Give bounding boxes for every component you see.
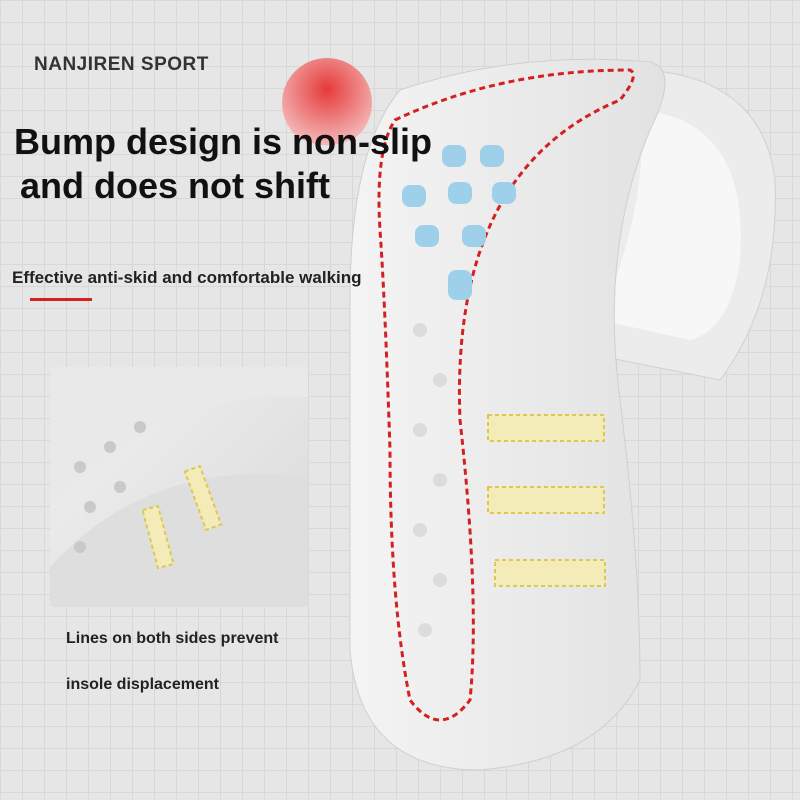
- headline-line-2: and does not shift: [20, 165, 330, 206]
- caption-line-2: insole displacement: [66, 676, 219, 693]
- brand-name: NANJIREN SPORT: [34, 54, 209, 75]
- red-dashed-outline: [377, 68, 635, 722]
- headline-line-1: Bump design is non-slip: [14, 121, 433, 162]
- yellow-side-lines: [487, 414, 606, 587]
- accent-underline: [30, 298, 92, 301]
- caption-line-1: Lines on both sides prevent: [66, 630, 279, 647]
- subheading: Effective anti-skid and comfortable walk…: [12, 268, 362, 287]
- red-sun-decoration: [282, 58, 372, 148]
- headline: Bump design is non-slip and does not shi…: [14, 120, 432, 208]
- detail-inset-image: [50, 367, 308, 607]
- white-bumps: [413, 323, 447, 637]
- blue-bumps: [402, 145, 516, 300]
- insole-mesh: [600, 110, 741, 340]
